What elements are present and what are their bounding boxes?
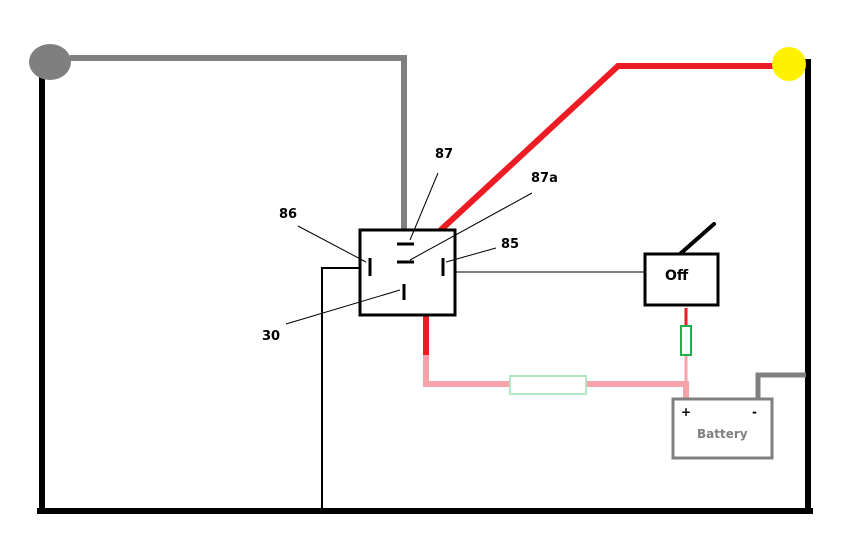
ground-wires bbox=[37, 59, 813, 514]
yellow-lamp-icon bbox=[772, 47, 806, 81]
switch-state-label: Off bbox=[665, 268, 689, 284]
pin-leader-lines bbox=[285, 172, 533, 325]
pin-label-87: 87 bbox=[435, 147, 453, 162]
pin-label-86: 86 bbox=[279, 207, 297, 222]
leader-87a bbox=[409, 192, 533, 261]
leader-87 bbox=[409, 172, 439, 241]
inline-fuse bbox=[509, 375, 587, 395]
gray-lamp-icon bbox=[29, 44, 71, 80]
switch-fuse bbox=[680, 325, 692, 356]
battery-body bbox=[671, 397, 774, 460]
battery-negative-wire bbox=[755, 372, 806, 398]
leader-85 bbox=[445, 247, 497, 263]
battery-label: Battery bbox=[697, 427, 748, 441]
pin-label-30: 30 bbox=[262, 329, 280, 344]
battery-positive-label: + bbox=[681, 405, 691, 419]
pin-label-87a: 87a bbox=[531, 171, 558, 186]
leader-30 bbox=[285, 289, 401, 325]
pin87a-lamp-wire bbox=[401, 63, 782, 267]
switch-body bbox=[643, 252, 720, 307]
toggle-switch: Off bbox=[643, 222, 720, 307]
battery-negative-label: - bbox=[752, 405, 757, 419]
leader-86 bbox=[297, 225, 367, 263]
pin87-lamp-wire bbox=[70, 55, 407, 236]
switch-lever bbox=[678, 222, 716, 256]
pin86-ground-wire bbox=[321, 267, 368, 508]
pin-label-85: 85 bbox=[501, 237, 519, 252]
battery: + - Battery bbox=[671, 397, 774, 460]
